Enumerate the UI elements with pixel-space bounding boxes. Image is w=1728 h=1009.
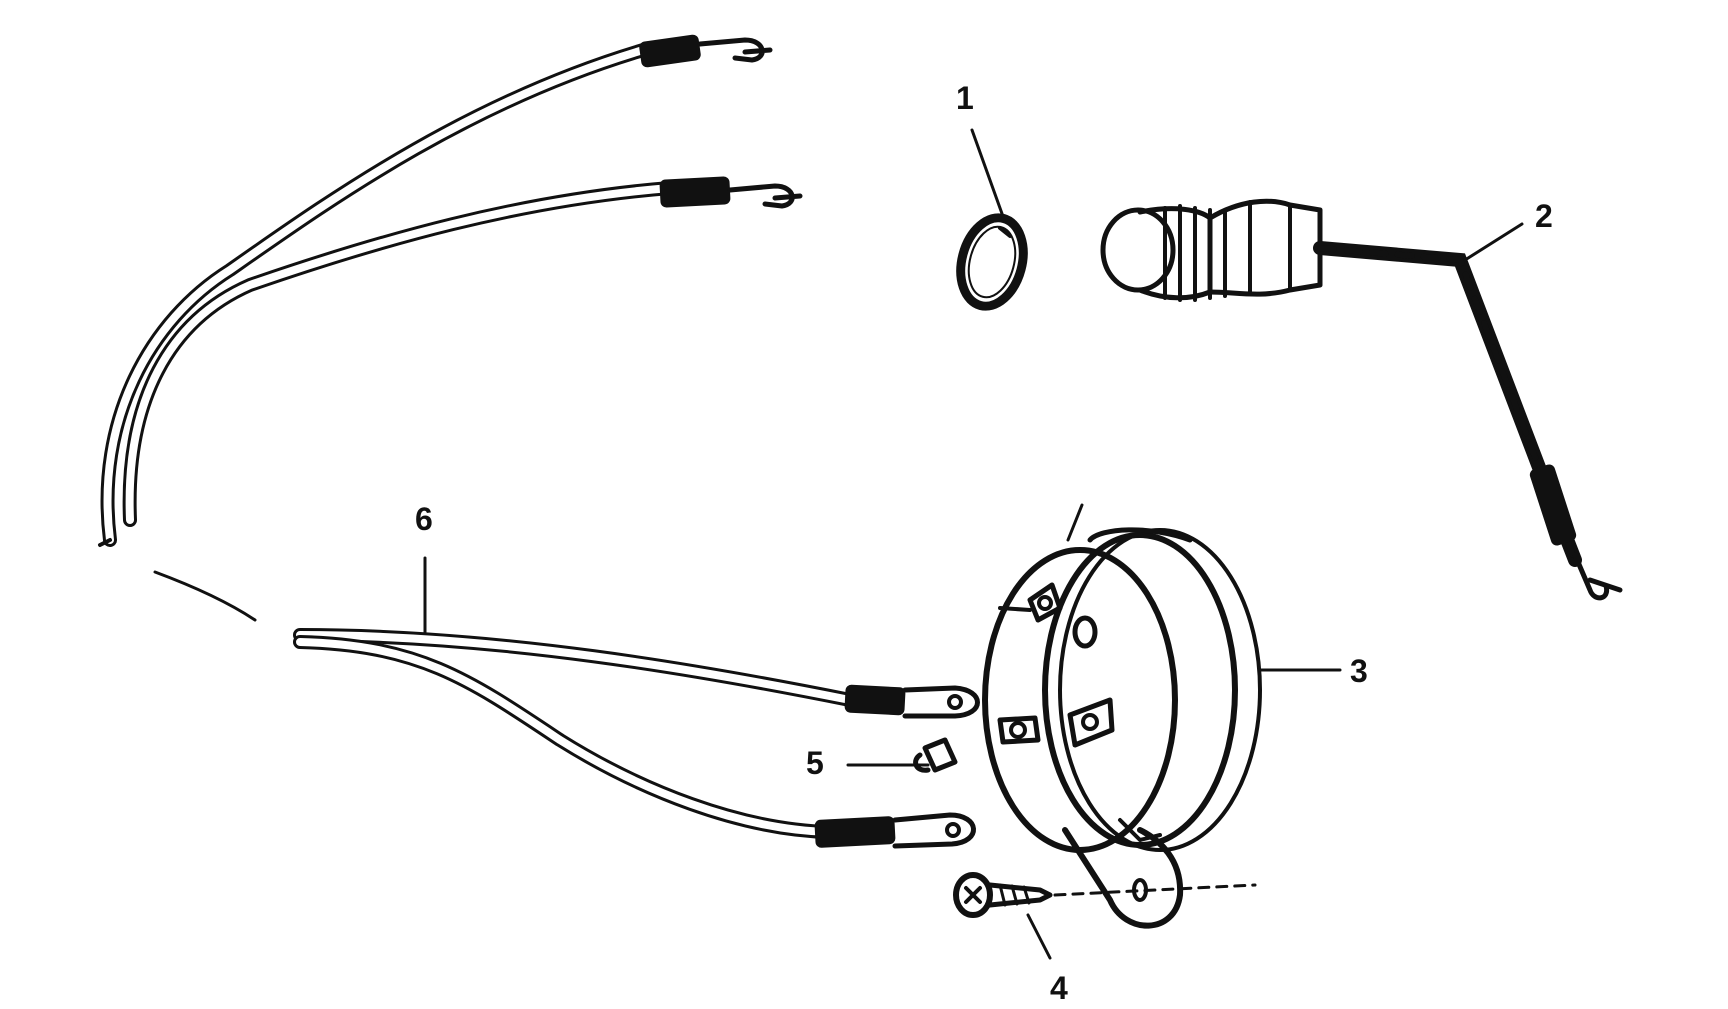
- continuation-line: [153, 570, 257, 622]
- mounting-tab: [1062, 827, 1184, 929]
- upper-wire-sleeve-bottom: [659, 176, 731, 208]
- mounting-screw: [953, 872, 1257, 918]
- upper-wire-harness: [98, 34, 803, 547]
- terminal-stud: [997, 715, 1041, 745]
- callout-6: 6: [415, 501, 433, 537]
- lower-wire-sleeve-bottom: [814, 816, 896, 848]
- retaining-ring: [956, 213, 1028, 311]
- lower-wire-harness: [293, 628, 980, 849]
- gauge-unit: [982, 503, 1262, 929]
- plug-threads: [1163, 204, 1227, 302]
- sender-lead-sleeve: [1529, 464, 1577, 546]
- lower-wire-sleeve-top: [844, 684, 906, 716]
- leader-lines: [423, 128, 1524, 960]
- terminal-stud: [1067, 697, 1115, 748]
- callout-1: 1: [956, 80, 974, 116]
- sender-plug-assembly: [1100, 198, 1623, 601]
- callout-5: 5: [806, 745, 824, 781]
- callout-4: 4: [1050, 970, 1068, 1006]
- callout-2: 2: [1535, 198, 1553, 234]
- terminal-stud: [998, 582, 1063, 623]
- upper-wire-sleeve-top: [639, 34, 701, 68]
- callout-3: 3: [1350, 653, 1368, 689]
